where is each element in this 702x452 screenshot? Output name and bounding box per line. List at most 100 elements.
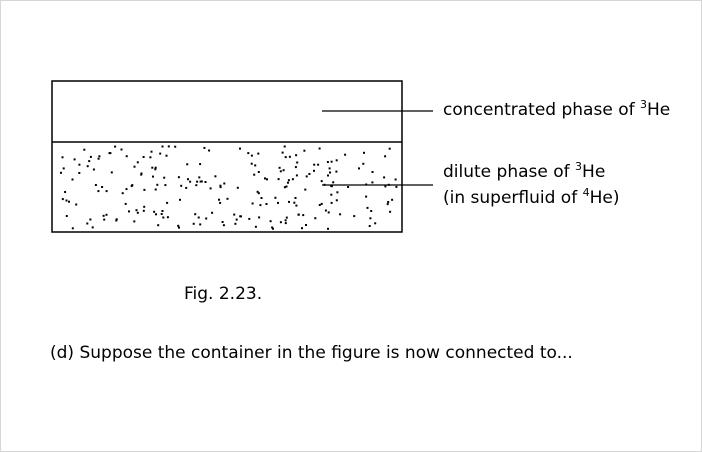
particle-dot: [194, 213, 197, 216]
particle-dot: [303, 149, 306, 152]
particle-dot: [335, 199, 338, 202]
particle-dot: [235, 218, 238, 221]
particle-dot: [142, 209, 145, 212]
particle-dot: [156, 183, 159, 186]
particle-dot: [384, 185, 387, 188]
particle-dot: [324, 209, 327, 212]
particle-dot: [336, 191, 339, 194]
particle-dot: [277, 178, 280, 181]
particle-dot: [115, 219, 118, 222]
particle-dot: [222, 224, 225, 227]
concentrated-phase-label: concentrated phase of 3He: [443, 98, 671, 120]
particle-dot: [291, 178, 294, 181]
particle-dot: [155, 213, 157, 216]
particle-dot: [198, 176, 201, 179]
figure-caption: Fig. 2.23.: [184, 284, 263, 304]
particle-dot: [62, 167, 65, 170]
particle-dot: [133, 220, 136, 223]
particle-dot: [149, 156, 152, 159]
particle-dot: [288, 200, 290, 203]
particle-dot: [365, 195, 368, 198]
particle-dot: [86, 222, 89, 225]
particle-dot: [281, 151, 284, 154]
particle-dot: [133, 165, 136, 168]
particle-dot: [136, 211, 139, 214]
particle-dot: [330, 193, 333, 196]
particle-dot: [130, 185, 133, 187]
particle-dot: [295, 204, 298, 207]
particle-dot: [209, 187, 212, 190]
particle-dot: [284, 219, 287, 222]
particle-dot: [369, 217, 372, 220]
particle-dot: [203, 146, 206, 149]
particle-dot: [362, 162, 365, 165]
particle-dot: [370, 210, 373, 212]
particle-dot: [297, 213, 300, 216]
particle-dot: [161, 210, 164, 212]
particle-dot: [317, 163, 320, 166]
particle-dot: [163, 176, 166, 179]
particle-dot: [103, 218, 106, 221]
particle-dot: [91, 226, 94, 229]
particle-dot: [236, 186, 239, 189]
particle-dot: [271, 226, 274, 229]
particle-dot: [279, 221, 282, 224]
particle-dot: [332, 181, 335, 184]
particle-dot: [329, 171, 331, 174]
particle-dot: [154, 168, 157, 171]
particle-dot: [248, 217, 251, 220]
particle-dot: [257, 152, 260, 155]
particle-dot: [186, 163, 189, 166]
particle-dot: [125, 188, 128, 191]
particle-dot: [283, 145, 286, 148]
particle-dot: [114, 145, 117, 148]
particle-dot: [142, 156, 145, 158]
particle-dot: [386, 203, 389, 206]
particle-dot: [326, 161, 329, 163]
particle-dot: [204, 181, 207, 183]
particle-dot: [89, 218, 92, 221]
particle-dot: [161, 145, 164, 148]
particle-dot: [383, 176, 386, 179]
particle-dot: [288, 155, 291, 158]
particle-dot: [208, 149, 211, 152]
particle-dot: [254, 225, 257, 228]
particle-dot: [274, 196, 277, 199]
particle-dot: [265, 203, 268, 205]
particle-dot: [179, 198, 181, 201]
particle-dot: [269, 220, 272, 223]
particle-dot: [374, 222, 377, 225]
particle-dot: [177, 224, 180, 227]
particle-dot: [294, 166, 297, 169]
particle-dot: [78, 163, 81, 166]
particle-dot: [233, 213, 236, 216]
particle-dot: [71, 227, 74, 230]
particle-dot: [150, 150, 153, 153]
particle-dot: [302, 214, 305, 217]
particle-dot: [102, 214, 105, 217]
particle-dot: [121, 192, 124, 195]
particle-dot: [258, 216, 261, 219]
particle-dot: [226, 197, 229, 200]
particle-dot: [353, 215, 356, 218]
particle-dot: [371, 181, 374, 184]
particle-dot: [143, 205, 146, 208]
particle-dot: [189, 180, 192, 183]
question-text: (d) Suppose the container in the figure …: [50, 343, 573, 363]
particle-dot: [318, 204, 321, 206]
particle-dot: [97, 157, 100, 160]
particle-dot: [92, 168, 95, 171]
particle-dot: [395, 185, 398, 188]
particle-dot: [391, 198, 394, 201]
particle-dot: [98, 155, 101, 158]
particle-dot: [223, 182, 226, 185]
particle-dot: [151, 166, 154, 169]
particle-dot: [94, 184, 97, 186]
particle-dot: [65, 199, 68, 202]
particle-dot: [64, 191, 67, 193]
particle-dot: [295, 154, 298, 157]
particle-dot: [136, 161, 139, 164]
particle-dot: [318, 147, 321, 150]
